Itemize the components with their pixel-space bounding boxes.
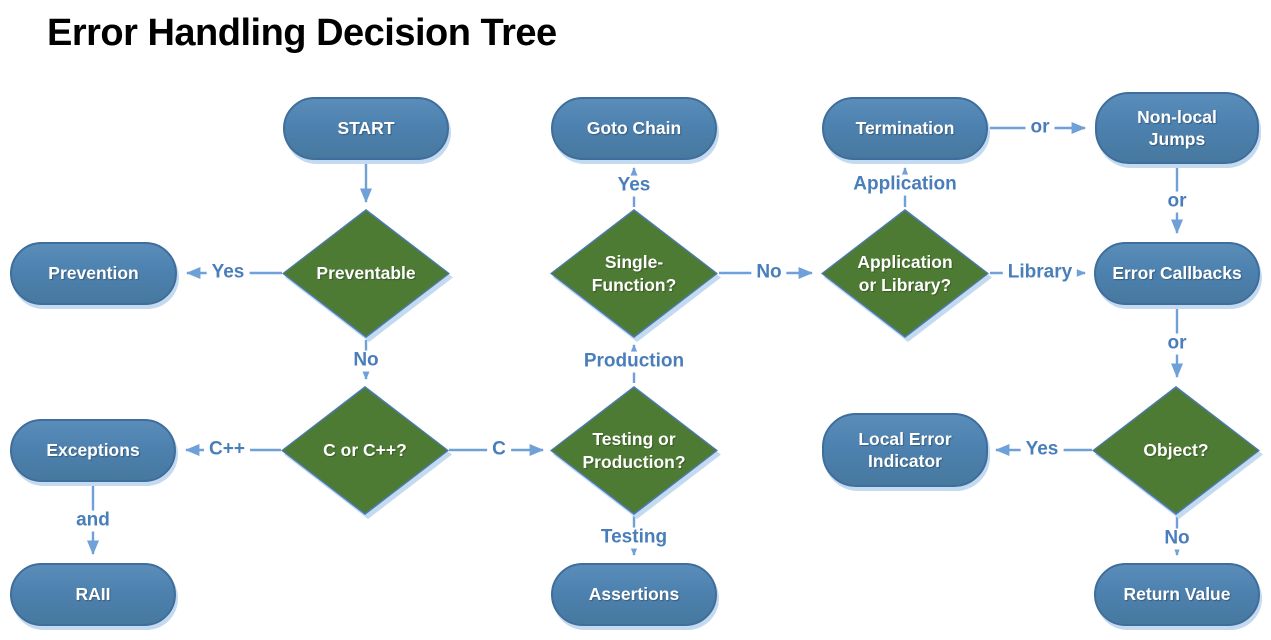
node-return-value: Return Value bbox=[1094, 563, 1260, 626]
edge-label-object-yes: Yes bbox=[1020, 439, 1064, 461]
node-non-local-jumps: Non-local Jumps bbox=[1095, 92, 1259, 164]
node-assertions: Assertions bbox=[551, 563, 717, 626]
edge-label-or-bottom: or bbox=[1162, 333, 1192, 355]
node-error-callbacks: Error Callbacks bbox=[1094, 242, 1260, 305]
node-termination-label: Termination bbox=[855, 118, 955, 139]
node-error-callbacks-label: Error Callbacks bbox=[1112, 263, 1242, 284]
edge-label-testing: Testing bbox=[595, 527, 673, 549]
node-prevention-label: Prevention bbox=[48, 263, 139, 284]
node-start: START bbox=[283, 97, 449, 160]
edge-label-single-function-no: No bbox=[751, 262, 787, 284]
node-raii: RAII bbox=[10, 563, 176, 626]
edge-label-cpp: C++ bbox=[204, 439, 250, 461]
decision-testing-or-production-label: Testing or Production? bbox=[582, 429, 686, 472]
edge-label-single-function-yes: Yes bbox=[612, 175, 656, 197]
node-prevention: Prevention bbox=[10, 242, 177, 305]
node-termination: Termination bbox=[822, 97, 988, 160]
node-assertions-label: Assertions bbox=[588, 584, 680, 605]
decision-application-or-library-label: Application or Library? bbox=[857, 252, 953, 295]
edge-label-application: Application bbox=[848, 174, 962, 196]
edge-label-or-top: or bbox=[1025, 117, 1055, 139]
node-return-value-label: Return Value bbox=[1123, 584, 1231, 605]
node-goto-chain: Goto Chain bbox=[551, 97, 717, 160]
node-local-error-indicator-label: Local Error Indicator bbox=[858, 428, 952, 471]
decision-object-label: Object? bbox=[1143, 440, 1209, 461]
node-local-error-indicator: Local Error Indicator bbox=[822, 413, 988, 487]
decision-object: Object? bbox=[1092, 386, 1260, 515]
page-title: Error Handling Decision Tree bbox=[47, 12, 557, 54]
node-raii-label: RAII bbox=[75, 584, 111, 605]
edge-label-preventable-no: No bbox=[348, 350, 384, 372]
edge-label-or-middle: or bbox=[1162, 191, 1192, 213]
decision-preventable: Preventable bbox=[282, 209, 450, 338]
edge-label-c: C bbox=[487, 439, 511, 461]
decision-c-or-cpp: C or C++? bbox=[281, 386, 449, 515]
decision-application-or-library: Application or Library? bbox=[821, 209, 989, 338]
node-exceptions: Exceptions bbox=[10, 419, 176, 482]
node-goto-chain-label: Goto Chain bbox=[586, 118, 682, 139]
edge-label-production: Production bbox=[578, 351, 690, 373]
edge-label-library: Library bbox=[1002, 262, 1078, 284]
decision-single-function: Single- Function? bbox=[550, 209, 718, 338]
node-start-label: START bbox=[337, 118, 395, 139]
decision-testing-or-production: Testing or Production? bbox=[550, 386, 718, 515]
edge-label-and: and bbox=[71, 510, 115, 532]
decision-preventable-label: Preventable bbox=[316, 263, 416, 284]
edge-label-object-no: No bbox=[1159, 528, 1195, 550]
decision-single-function-label: Single- Function? bbox=[591, 252, 677, 295]
decision-c-or-cpp-label: C or C++? bbox=[323, 440, 407, 461]
node-exceptions-label: Exceptions bbox=[46, 440, 140, 461]
edge-label-preventable-yes: Yes bbox=[206, 262, 250, 284]
node-non-local-jumps-label: Non-local Jumps bbox=[1137, 106, 1217, 149]
